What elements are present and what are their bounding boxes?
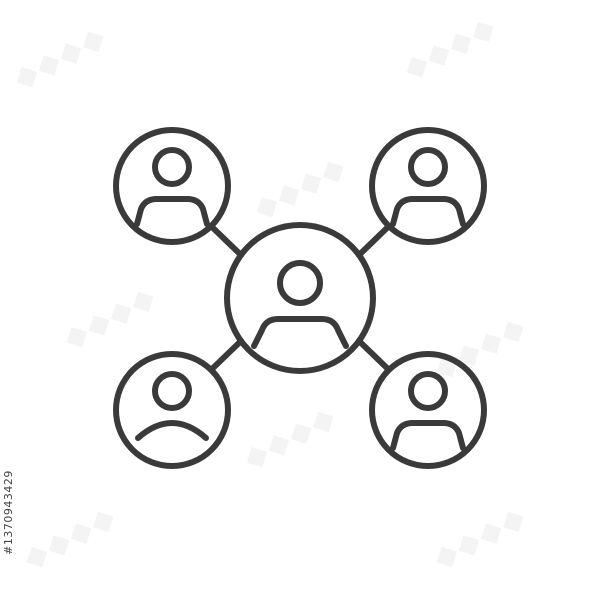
connector-line xyxy=(209,338,244,372)
node-ring xyxy=(113,351,231,469)
user-head-icon xyxy=(277,260,323,306)
connector-line xyxy=(356,338,391,372)
user-body-icon xyxy=(390,420,466,451)
node-ring xyxy=(369,351,487,469)
node-ring xyxy=(224,222,376,374)
connector-line xyxy=(209,224,244,258)
user-head-icon xyxy=(152,371,192,411)
bottom-left-user-node xyxy=(113,351,231,469)
node-ring xyxy=(369,127,487,245)
user-head-icon xyxy=(408,371,448,411)
user-body-icon xyxy=(135,420,209,441)
stock-id-text: #1370943429 xyxy=(1,469,15,555)
connector-line xyxy=(356,224,391,258)
user-body-icon xyxy=(390,196,466,227)
node-ring xyxy=(113,127,231,245)
bottom-right-user-node xyxy=(369,351,487,469)
top-left-user-node xyxy=(113,127,231,245)
stock-id-label: #1370943429 xyxy=(1,457,15,567)
top-right-user-node xyxy=(369,127,487,245)
user-body-icon xyxy=(251,316,349,349)
user-body-icon xyxy=(134,196,210,227)
user-head-icon xyxy=(408,147,448,187)
user-head-icon xyxy=(152,147,192,187)
center-user-node xyxy=(224,222,376,374)
